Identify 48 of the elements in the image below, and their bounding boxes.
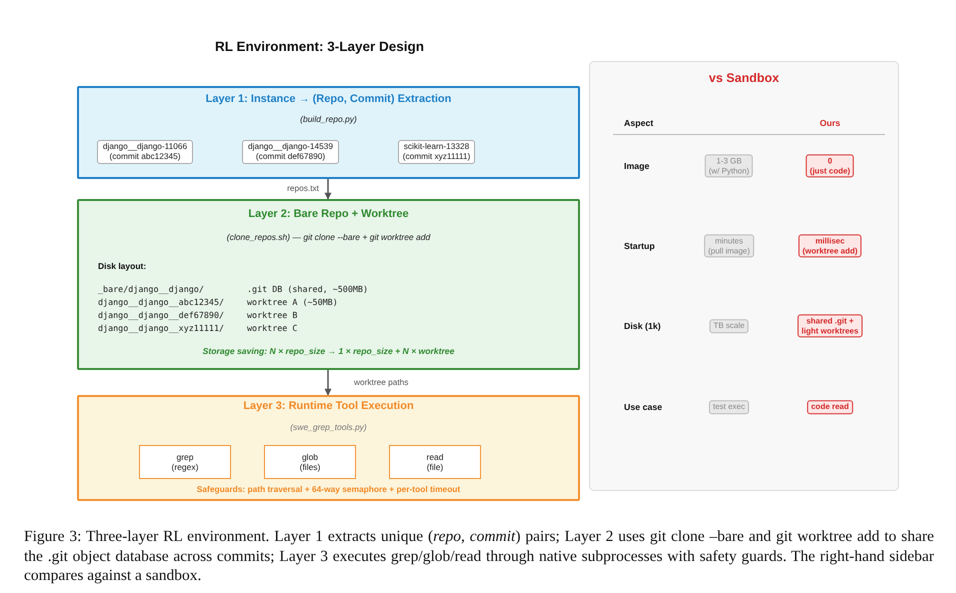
script-name: (swe_grep_tools.py) (290, 422, 367, 432)
comparison-sidebar (589, 61, 899, 491)
row-label: Use case (624, 402, 662, 412)
row-label: Startup (624, 241, 655, 251)
value-box: code read (807, 400, 853, 414)
directory-description: worktree A (~50MB) (247, 297, 338, 307)
diagram-title: RL Environment: 3-Layer Design (215, 39, 424, 54)
directory-description: worktree B (247, 310, 298, 320)
safeguards-note: Safeguards: path traversal + 64-way semaphore + per-tool timeout (196, 484, 460, 494)
tool-box: glob (files) (264, 445, 356, 479)
value-box: 1-3 GB (w/ Python) (704, 154, 754, 178)
arrow (324, 179, 332, 200)
layer-panel (77, 199, 580, 370)
arrow (324, 370, 332, 396)
script-command: (clone_repos.sh) — git clone --bare + git worktree add (226, 232, 430, 242)
layer-title: Layer 1: Instance → (Repo, Commit) Extraction (206, 93, 452, 105)
instance-box: scikit-learn-13328 (commit xyz11111) (398, 140, 475, 164)
value-box: millisec (worktree add) (798, 234, 862, 258)
layer-panel (77, 395, 580, 501)
layer-panel (77, 86, 580, 179)
value-box: minutes (pull image) (704, 234, 754, 258)
value-box: shared .git + light worktrees (798, 314, 862, 338)
tool-box: read (file) (389, 445, 481, 479)
figure-caption: Figure 3: Three-layer RL environment. Layer 1 extracts unique (repo, commit) pairs; Layer 2 uses git clone –bare and git worktree add to share the .git object database across commits; Layer 3 executes grep/glob/read through native subprocesses with safety guards. The right-hand sidebar compares against a sandbox. (24, 527, 934, 586)
directory-description: .git DB (shared, ~500MB) (247, 284, 368, 294)
column-header: Ours (820, 118, 840, 128)
layer-title: Layer 2: Bare Repo + Worktree (248, 208, 409, 220)
directory-path: django__django__abc12345/ (98, 297, 224, 307)
row-label: Image (624, 161, 650, 171)
tool-box: grep (regex) (139, 445, 231, 479)
storage-formula: Storage saving: N × repo_size → 1 × repo_size + N × worktree (202, 346, 454, 356)
row-label: Disk (1k) (624, 321, 661, 331)
directory-path: django__django__def67890/ (98, 310, 224, 320)
column-header: Aspect (624, 118, 654, 128)
directory-description: worktree C (247, 323, 298, 333)
value-box: TB scale (709, 319, 749, 333)
edge-label: worktree paths (353, 376, 410, 386)
directory-path: django__django__xyz11111/ (98, 323, 224, 333)
value-box: 0 (just code) (806, 154, 854, 178)
sidebar-title: vs Sandbox (708, 71, 780, 85)
section-heading: Disk layout: (98, 261, 146, 271)
layer-title: Layer 3: Runtime Tool Execution (243, 400, 414, 412)
edge-label: repos.txt (286, 183, 320, 193)
directory-path: _bare/django__django/ (98, 284, 204, 294)
script-name: (build_repo.py) (300, 114, 357, 124)
instance-box: django__django-14539 (commit def67890) (242, 140, 339, 164)
instance-box: django__django-11066 (commit abc12345) (97, 140, 193, 164)
value-box: test exec (709, 400, 749, 414)
